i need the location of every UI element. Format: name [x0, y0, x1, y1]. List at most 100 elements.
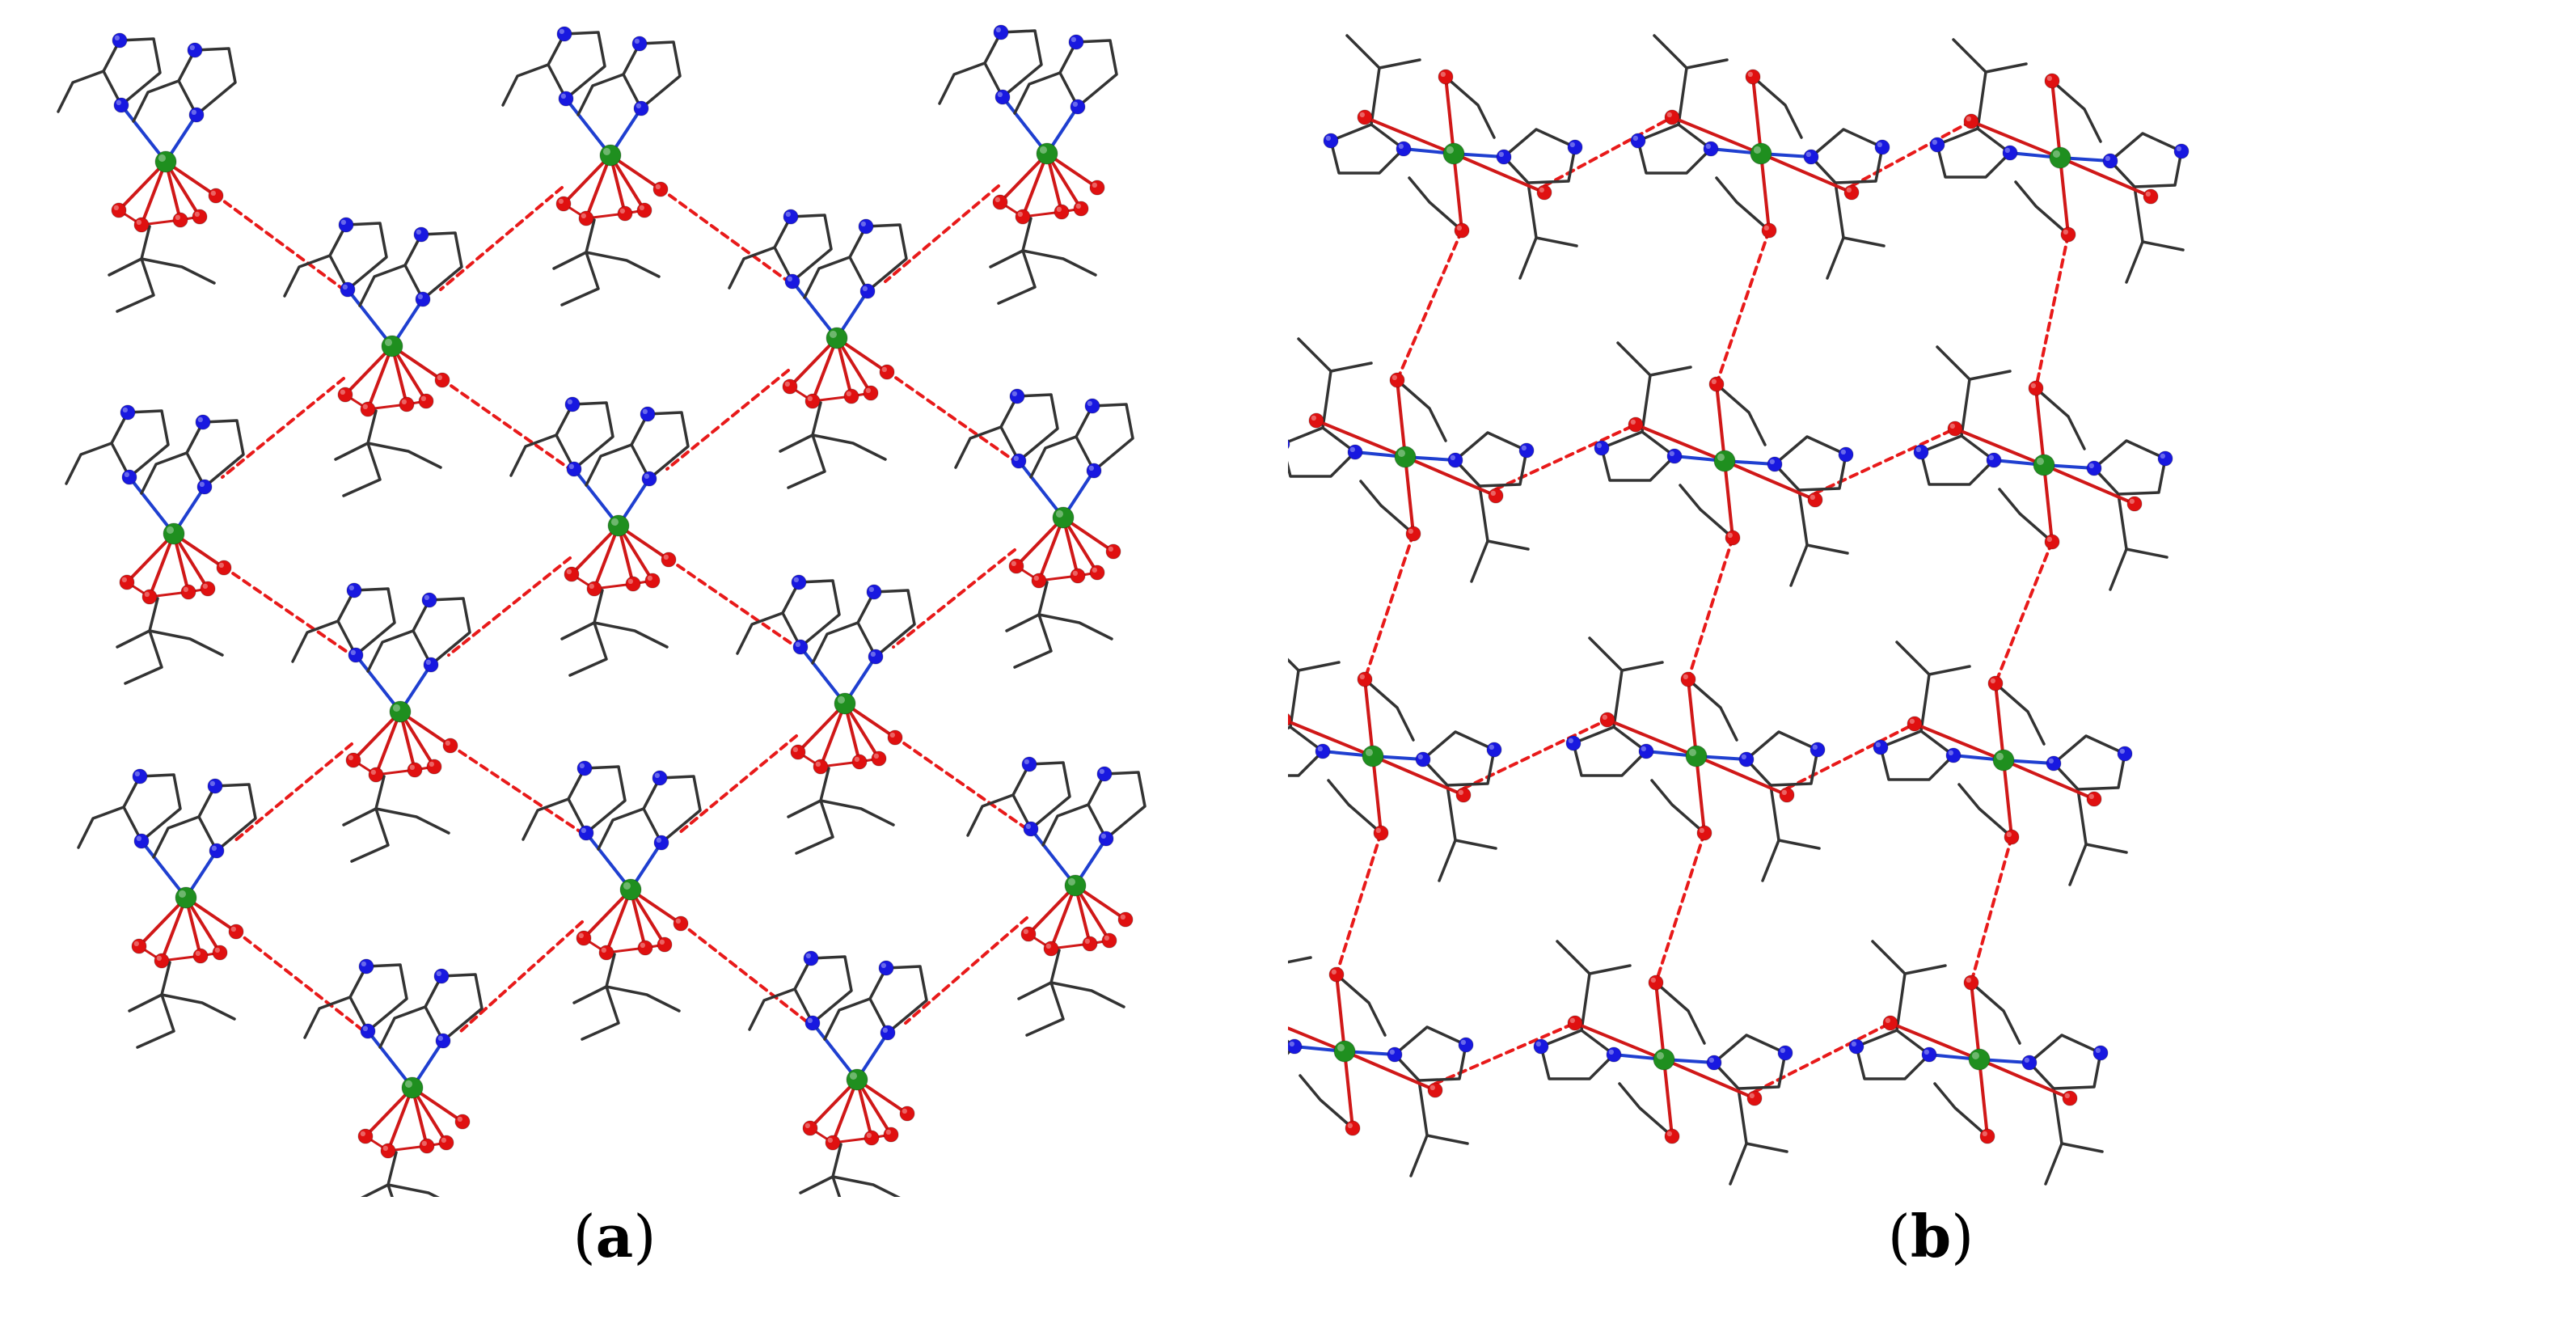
complex-a-1-oxygen-1-highlight	[581, 213, 586, 218]
complex-b-4-metal	[1713, 450, 1736, 472]
complex-a-0-mo-bond-1	[140, 160, 167, 226]
complex-a-7-mn-bond-1	[1017, 459, 1065, 519]
complex-b-3-oxygen-2-highlight	[1490, 490, 1496, 496]
complex-a-6-o-cage	[570, 573, 654, 590]
complex-a-3-ligand-1-n1	[340, 281, 356, 298]
complex-a-6-alkyl-3	[568, 621, 608, 677]
complex-a-12-mo-bond-0	[1027, 884, 1077, 936]
complex-a-8-oxygen-0	[345, 752, 361, 768]
complex-b-11-n4	[2092, 1045, 2109, 1061]
complex-a-13-ligand-1-ring	[348, 963, 408, 1033]
complex-a-11-ligand-1-n1-highlight	[581, 827, 586, 833]
complex-a-13-o-cage	[364, 1135, 448, 1152]
complex-b-3-oxygen-1	[1405, 526, 1421, 542]
complex-b-4-oxygen-0	[1708, 376, 1725, 392]
complex-a-9-ligand-2-n1	[868, 649, 884, 665]
complex-b-5-metal	[2033, 454, 2055, 476]
complex-b-10-oxygen-1-highlight	[1666, 1131, 1672, 1136]
panel-b: (b)	[1288, 0, 2576, 1336]
complex-a-14-oxygen-4-highlight	[885, 1129, 891, 1135]
complex-b-5-mo-bond-3	[1953, 427, 2046, 467]
complex-a-8-alkyl-3	[350, 807, 390, 863]
complex-b-8-n1	[1945, 747, 1962, 763]
complex-a-2-oxygen-0-highlight	[995, 197, 1000, 203]
complex-a-8-ligand-2-tail	[366, 629, 415, 673]
complex-b-6-mo-bond-0	[1363, 678, 1375, 758]
complex-b-5-carboxylate-2	[1998, 488, 2054, 543]
complex-b-11-oxygen-1-highlight	[1982, 1131, 1987, 1136]
complex-a-4-mo-bond-4	[835, 336, 872, 395]
complex-a-1-ligand-1-ring	[547, 31, 606, 100]
complex-a-2-ligand-2-n1-highlight	[1072, 101, 1078, 107]
complex-a-2-ligand-2-n3-highlight	[1071, 36, 1076, 42]
complex-a-14-ligand-2-tail	[823, 997, 872, 1041]
complex-b-0-carboxylate-1	[1444, 75, 1496, 139]
complex-a-11-ligand-1-n1	[578, 825, 594, 841]
complex-b-4-mo-bond-1	[1723, 459, 1734, 539]
complex-a-9-ligand-2-n3	[866, 584, 882, 600]
complex-a-8-ligand-2-ring	[412, 597, 471, 666]
hydrogen-bond-a-6	[665, 369, 790, 471]
complex-a-0-ligand-1-n1-highlight	[116, 99, 122, 105]
complex-b-11-n3	[1848, 1038, 1864, 1055]
complex-b-0-oxygen-2	[1536, 184, 1552, 201]
complex-a-0-oxygen-4	[192, 209, 208, 225]
complex-b-10-oxygen-2	[1746, 1090, 1763, 1106]
complex-a-13-oxygen-3-highlight	[457, 1116, 462, 1122]
complex-a-3-oxygen-4-highlight	[420, 395, 426, 401]
complex-a-10-oxygen-4-highlight	[214, 947, 220, 953]
complex-b-10-n3	[1533, 1038, 1549, 1055]
complex-b-9-metal-highlight	[1337, 1043, 1345, 1051]
complex-a-10-mo-bond-0	[137, 896, 188, 948]
complex-a-6-oxygen-3	[661, 552, 677, 568]
complex-b-10-oxygen-3-highlight	[1569, 1017, 1575, 1023]
complex-b-5-n1-highlight	[1988, 454, 1994, 460]
complex-a-1-mo-bond-1	[585, 154, 612, 220]
hydrogen-bond-b-15	[1994, 540, 2054, 685]
complex-b-9-oxygen-1-highlight	[1347, 1122, 1353, 1128]
complex-b-3-carboxylate-1	[1396, 378, 1447, 442]
complex-b-9-n1-highlight	[1289, 1041, 1294, 1046]
complex-b-4-n1	[1666, 448, 1683, 464]
complex-b-10-oxygen-3	[1567, 1015, 1583, 1031]
complex-a-5-ligand-2-n1	[196, 479, 213, 495]
complex-b-0-n3-highlight	[1325, 135, 1331, 142]
complex-b-6-alkyl-2	[1297, 661, 1341, 672]
complex-b-0-n4	[1567, 139, 1583, 155]
complex-b-2-metal	[2049, 146, 2071, 169]
complex-b-11-oxygen-0-highlight	[1966, 977, 1971, 983]
complex-b-11-mo-bond-3	[1889, 1021, 1981, 1061]
complex-b-7-oxygen-1-highlight	[1699, 827, 1704, 833]
complex-b-1-n3	[1630, 133, 1646, 149]
complex-a-4-ligand-2-tail	[803, 256, 851, 299]
complex-a-4-ligand-2-n1-highlight	[862, 285, 868, 291]
complex-a-4-ligand-1-ring	[773, 214, 833, 283]
complex-a-10-o-cage	[137, 945, 222, 962]
complex-b-8-carboxylate-2	[1957, 783, 2013, 839]
complex-b-8-mo-bond-0	[1994, 682, 2005, 762]
complex-a-9-ligand-1-tail	[736, 611, 784, 655]
hydrogen-bond-a-15	[892, 734, 1028, 831]
complex-b-0-metal-highlight	[1446, 146, 1454, 154]
complex-a-12-metal	[1064, 874, 1087, 897]
hydrogen-bond-b-16	[1970, 835, 2013, 984]
complex-a-14-alkyl-2	[831, 1175, 901, 1197]
complex-b-7-mo-bond-1	[1695, 755, 1706, 835]
complex-b-1-metal	[1750, 142, 1772, 165]
complex-a-9-oxygen-4-highlight	[873, 753, 879, 759]
complex-b-7-alkyl-3	[1769, 784, 1821, 850]
complex-b-2-oxygen-1	[2060, 226, 2076, 243]
complex-b-1-n2-highlight	[1805, 151, 1811, 158]
complex-b-9-n4	[1458, 1037, 1474, 1053]
hydrogen-bond-a-0	[213, 192, 345, 291]
complex-b-2-alkyl-4	[2125, 240, 2144, 284]
complex-b-3-ring-1	[1288, 426, 1357, 478]
complex-b-10-oxygen-0	[1648, 975, 1664, 991]
complex-b-4-alkyl-4	[1789, 543, 1809, 587]
complex-b-11-n1-highlight	[1924, 1049, 1929, 1055]
complex-a-1-ligand-2-n1-highlight	[636, 103, 641, 108]
complex-b-8-alkyl-3	[2076, 788, 2128, 854]
complex-a-7-mo-bond-0	[1015, 516, 1065, 568]
complex-b-0-mo-bond-2	[1452, 152, 1546, 194]
complex-a-4-oxygen-3	[879, 364, 895, 380]
